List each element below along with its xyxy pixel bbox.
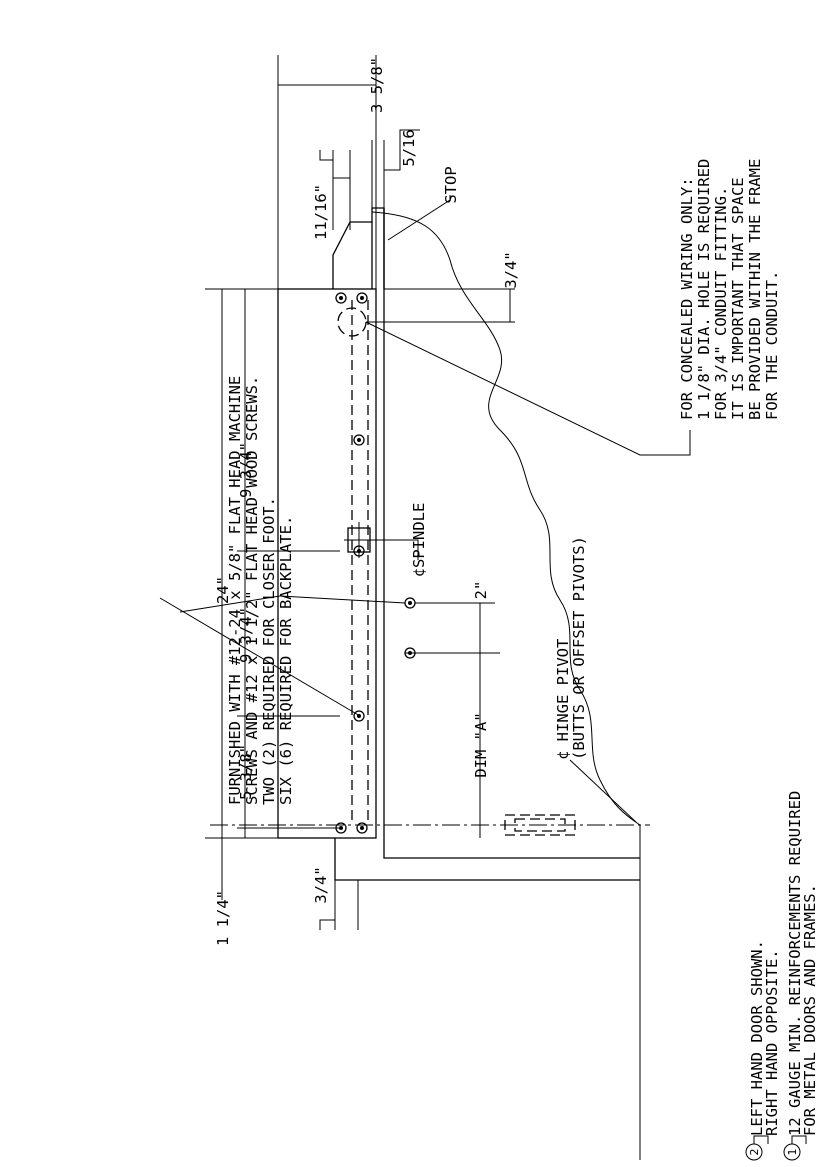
hinge-leader (569, 759, 637, 823)
screw-hole (335, 292, 347, 304)
break-line (371, 211, 641, 826)
backplate (277, 288, 377, 839)
hinge-label-line-1: ¢ HINGE PIVOT (554, 639, 572, 760)
note-2: 2 LEFT HAND DOOR SHOWN. RIGHT HAND OPPOS… (745, 940, 781, 1161)
dim-3-4-bottom: 3/4" (312, 866, 330, 903)
frame-corner (383, 840, 640, 859)
concealed-note-line-2: 1 1/8" DIA. HOLE IS REQUIRED (695, 159, 713, 420)
dim-11-16: 11/16" (312, 184, 330, 240)
concealed-note-line-4: IT IS IMPORTANT THAT SPACE (729, 177, 747, 420)
note-2-bracket (753, 1135, 769, 1144)
screw-hole (404, 597, 416, 609)
note-1-line-2: FOR METAL DOORS AND FRAMES. (801, 884, 819, 1136)
note-1-number: 1 (786, 1149, 799, 1156)
dim-9-3-4-b: 9 3/4" (237, 607, 255, 663)
note-2-line-1: LEFT HAND DOOR SHOWN. (748, 940, 766, 1136)
dim-9-3-4-a: 9 3/4" (237, 442, 255, 498)
dim-1-1-4: 1 1/4" (214, 890, 232, 946)
screw-note-line-4: SIX (6) REQUIRED FOR BACKPLATE. (277, 516, 295, 805)
pivot-hidden-inner (514, 818, 566, 832)
dim-3-4-right: 3/4" (502, 251, 520, 288)
concealed-note-line-6: FOR THE CONDUIT. (763, 271, 781, 420)
screw-note-line-2: SCREWS AND #12 x 1 1/2" FLAT HEAD WOOD S… (243, 376, 261, 805)
pivot-hidden (504, 814, 576, 836)
stop-leader (387, 195, 451, 241)
screw-hole (356, 822, 368, 834)
hinge-label-line-2: (BUTTS OR OFFSET PIVOTS) (570, 536, 588, 760)
screw-hole (356, 292, 368, 304)
dim-24: 24" (214, 576, 232, 604)
screw-hole (353, 545, 365, 557)
note-1-line-1: 12 GAUGE MIN. REINFORCEMENTS REQUIRED (786, 791, 804, 1136)
screw-hole (353, 710, 365, 722)
screw-notes: FURNISHED WITH #12-24 x 5/8" FLAT HEAD M… (226, 376, 295, 805)
dim-a: DIM "A" (472, 712, 490, 777)
spindle-label: ¢SPINDLE (410, 503, 428, 578)
concealed-wiring-notes: FOR CONCEALED WIRING ONLY: 1 1/8" DIA. H… (678, 159, 781, 420)
screw-note-leader-1 (179, 595, 281, 613)
note-2-number: 2 (748, 1149, 761, 1156)
dim-5-16: 5/16 (400, 129, 418, 166)
concealed-leader (365, 321, 691, 456)
frame-bottom (334, 838, 640, 881)
screw-note-line-3: TWO (2) REQUIRED FOR CLOSER FOOT. (260, 497, 278, 805)
dim-3-5-8: 3 5/8" (368, 57, 386, 113)
note-1: 1 12 GAUGE MIN. REINFORCEMENTS REQUIRED … (783, 791, 819, 1161)
screw-note-leader-2 (159, 597, 361, 717)
concealed-note-line-1: FOR CONCEALED WIRING ONLY: (678, 177, 696, 420)
screw-note-line-1: FURNISHED WITH #12-24 x 5/8" FLAT HEAD M… (226, 376, 244, 805)
stop-label: STOP (442, 166, 460, 203)
dim-5-3-8: 5 3/8" (237, 744, 255, 800)
dim-2: 2" (472, 581, 490, 600)
concealed-note-line-3: FOR 3/4" CONDUIT FITTING. (712, 187, 730, 420)
note-1-bracket (791, 1135, 807, 1144)
screw-hole (353, 434, 365, 446)
concealed-note-line-5: BE PROVIDED WITHIN THE FRAME (746, 159, 764, 420)
note-2-line-2: RIGHT HAND OPPOSITE. (763, 949, 781, 1136)
hinge-label: ¢ HINGE PIVOT (BUTTS OR OFFSET PIVOTS) (554, 536, 588, 760)
